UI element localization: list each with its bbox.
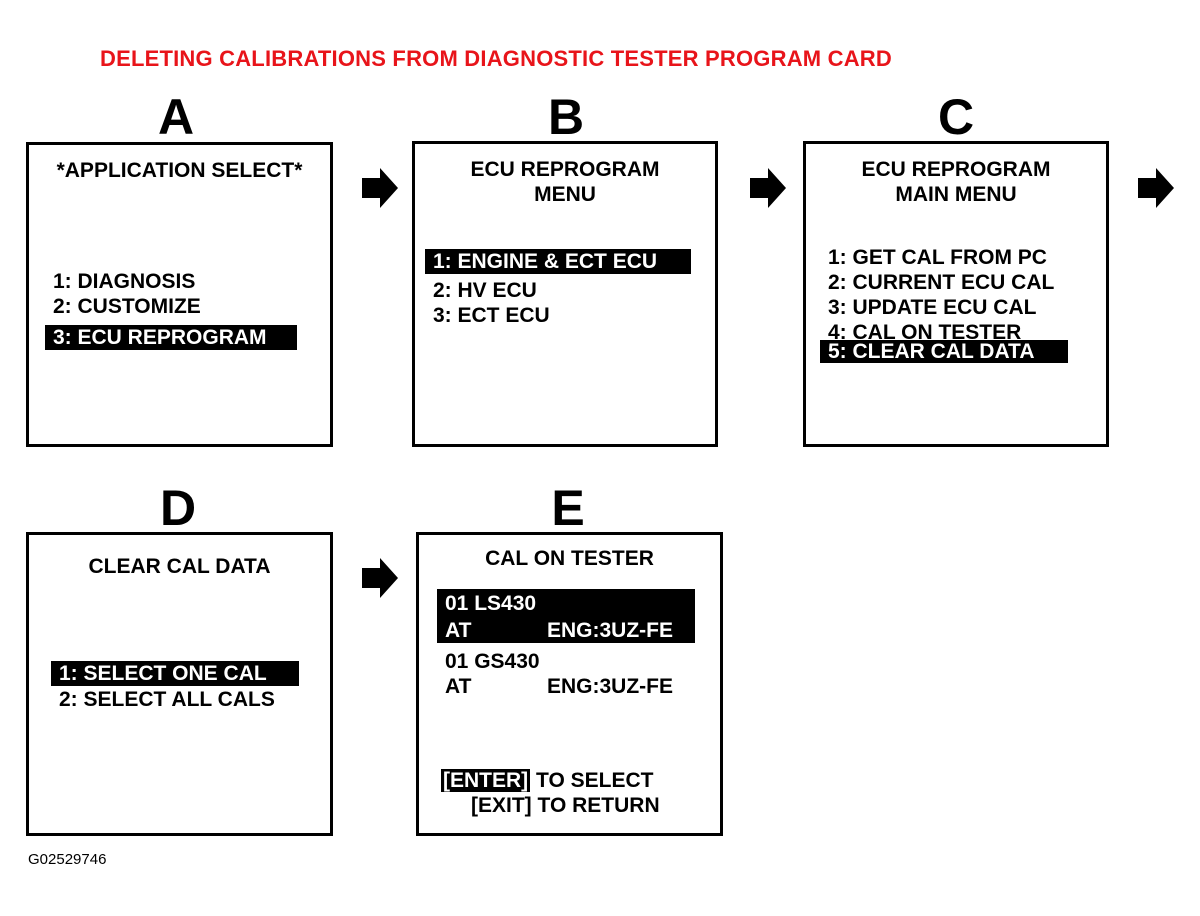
step-letter-c: C xyxy=(937,89,975,145)
screen-ecu-reprogram-menu: ECU REPROGRAM MENU 1: ENGINE & ECT ECU 2… xyxy=(412,141,718,447)
arrow-right-icon xyxy=(362,558,398,598)
screen-clear-cal-data: CLEAR CAL DATA 1: SELECT ONE CAL 2: SELE… xyxy=(26,532,333,836)
enter-key-label: [ENTER] xyxy=(441,769,531,792)
menu-item-customize: 2: CUSTOMIZE xyxy=(53,295,201,318)
menu-item-select-all-cals: 2: SELECT ALL CALS xyxy=(59,688,275,711)
menu-item-clear-cal-data-selected: 5: CLEAR CAL DATA xyxy=(820,340,1068,363)
menu-item-update-ecu-cal: 3: UPDATE ECU CAL xyxy=(828,296,1037,319)
menu-item-get-cal-from-pc: 1: GET CAL FROM PC xyxy=(828,246,1047,269)
screen-e-title: CAL ON TESTER xyxy=(485,547,654,570)
cal-entry-2-trans: AT xyxy=(445,675,472,698)
screen-a-title: *APPLICATION SELECT* xyxy=(56,159,303,182)
screen-b-title-line1: ECU REPROGRAM xyxy=(470,158,660,181)
step-letter-a: A xyxy=(157,89,195,145)
screen-cal-on-tester: CAL ON TESTER 01 LS430 AT ENG:3UZ-FE 01 … xyxy=(416,532,723,836)
screen-d-title: CLEAR CAL DATA xyxy=(88,555,271,578)
menu-item-ect-ecu: 3: ECT ECU xyxy=(433,304,550,327)
diagram-title: DELETING CALIBRATIONS FROM DIAGNOSTIC TE… xyxy=(100,46,892,71)
arrow-right-icon xyxy=(750,168,786,208)
arrow-right-icon xyxy=(362,168,398,208)
cal-entry-1-engine: ENG:3UZ-FE xyxy=(547,619,673,642)
menu-item-cal-on-tester: 4: CAL ON TESTER xyxy=(828,321,1022,344)
screen-ecu-reprogram-main-menu: ECU REPROGRAM MAIN MENU 1: GET CAL FROM … xyxy=(803,141,1109,447)
menu-item-hv-ecu: 2: HV ECU xyxy=(433,279,537,302)
exit-hint-text: TO RETURN xyxy=(531,794,660,817)
screen-application-select: *APPLICATION SELECT* 1: DIAGNOSIS 2: CUS… xyxy=(26,142,333,447)
screen-c-title-line2: MAIN MENU xyxy=(895,183,1017,206)
menu-item-select-one-cal-selected: 1: SELECT ONE CAL xyxy=(51,661,299,686)
screen-c-title-line1: ECU REPROGRAM xyxy=(861,158,1051,181)
menu-item-ecu-reprogram-selected: 3: ECU REPROGRAM xyxy=(45,325,297,350)
step-letter-b: B xyxy=(547,89,585,145)
step-letter-e: E xyxy=(551,480,585,536)
exit-to-return-hint: [EXIT] TO RETURN xyxy=(471,793,660,818)
cal-entry-1-trans: AT xyxy=(445,619,472,642)
enter-hint-text: TO SELECT xyxy=(530,769,654,792)
cal-entry-2-engine: ENG:3UZ-FE xyxy=(547,675,673,698)
cal-entry-1-model: 01 LS430 xyxy=(445,592,537,615)
cal-entry-2-model: 01 GS430 xyxy=(445,650,540,673)
exit-key-label: [EXIT] xyxy=(471,794,532,817)
arrow-right-icon xyxy=(1138,168,1174,208)
enter-to-select-hint: [ENTER] TO SELECT xyxy=(441,768,653,793)
menu-item-engine-ect-ecu-selected: 1: ENGINE & ECT ECU xyxy=(425,249,691,274)
screen-b-title-line2: MENU xyxy=(534,183,596,206)
menu-item-diagnosis: 1: DIAGNOSIS xyxy=(53,270,196,293)
step-letter-d: D xyxy=(159,480,197,536)
selected-cal-highlight xyxy=(437,589,695,643)
figure-id: G02529746 xyxy=(28,851,107,868)
menu-item-current-ecu-cal: 2: CURRENT ECU CAL xyxy=(828,271,1055,294)
